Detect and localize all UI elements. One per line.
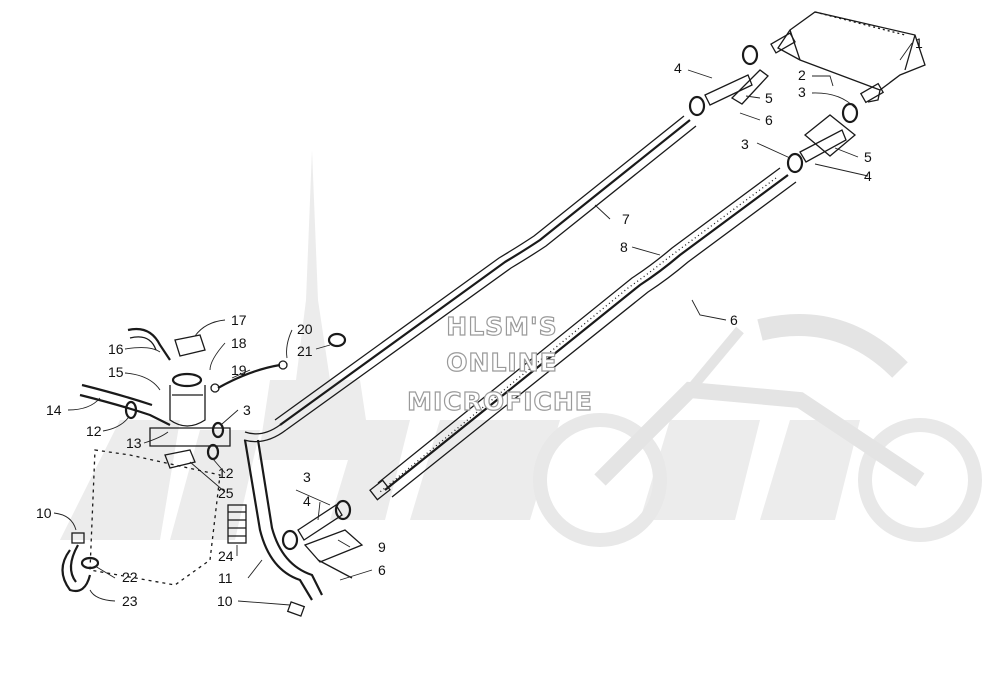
callout-22: 22 <box>122 569 138 585</box>
watermark-line-2: ONLINE <box>446 348 557 377</box>
callout-12-right: 12 <box>218 465 234 481</box>
callout-1: 1 <box>915 35 923 51</box>
callout-6-middle: 6 <box>730 312 738 328</box>
callout-2: 2 <box>798 67 806 83</box>
cooling-rail-7 <box>243 115 697 443</box>
callout-15: 15 <box>108 364 124 380</box>
watermark: HLSM'S ONLINE MICROFICHE <box>407 311 593 416</box>
heat-exchanger-plate <box>770 11 926 104</box>
callout-23: 23 <box>122 593 138 609</box>
callout-3-bottle: 3 <box>243 402 251 418</box>
upper-couplers <box>688 44 859 174</box>
callout-5-upper: 5 <box>765 90 773 106</box>
callout-17: 17 <box>231 312 247 328</box>
callout-5-right: 5 <box>864 149 872 165</box>
callout-18: 18 <box>231 335 247 351</box>
callout-25: 25 <box>218 485 234 501</box>
callout-16: 16 <box>108 341 124 357</box>
callout-14: 14 <box>46 402 62 418</box>
callout-20: 20 <box>297 321 313 337</box>
watermark-line-1: HLSM'S <box>446 312 557 341</box>
callout-13: 13 <box>126 435 142 451</box>
callout-11: 11 <box>218 570 233 586</box>
callout-12-left: 12 <box>86 423 102 439</box>
callout-9: 9 <box>378 539 386 555</box>
callout-6-lower: 6 <box>378 562 386 578</box>
callout-3-lower: 3 <box>303 469 311 485</box>
callout-3-middle: 3 <box>741 136 749 152</box>
callout-21: 21 <box>297 343 313 359</box>
leader-lines <box>53 42 913 606</box>
callout-4-lower: 4 <box>303 493 311 509</box>
background-logo <box>60 150 982 547</box>
callout-10-left: 10 <box>36 505 52 521</box>
callout-19: 19 <box>231 362 247 378</box>
callout-8: 8 <box>620 239 628 255</box>
callout-labels: 1 2 3 3 3 3 4 4 4 5 5 6 6 6 7 8 9 10 10 … <box>36 35 923 609</box>
callout-4-upper: 4 <box>674 60 682 76</box>
callout-10-bottom: 10 <box>217 593 233 609</box>
callout-4-right: 4 <box>864 168 872 184</box>
cooling-rail-8 <box>369 167 797 501</box>
watermark-line-3: MICROFICHE <box>407 387 593 416</box>
coolant-bottle-assembly <box>61 327 347 617</box>
callout-3-upper-right: 3 <box>798 84 806 100</box>
lower-couplers <box>281 499 364 579</box>
callout-24: 24 <box>218 548 234 564</box>
callout-7: 7 <box>622 211 630 227</box>
callout-6-upper: 6 <box>765 112 773 128</box>
